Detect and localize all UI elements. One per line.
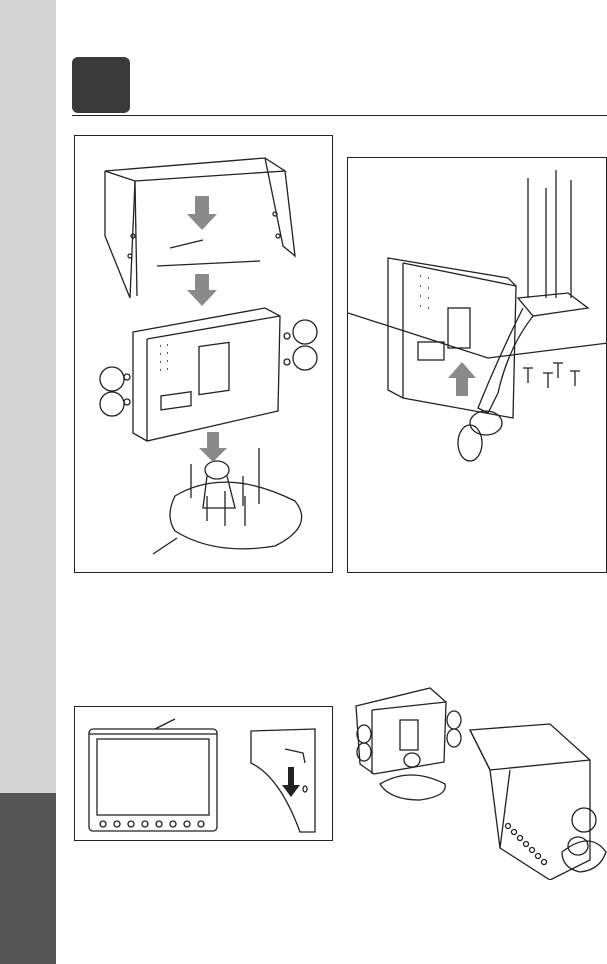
bracket-mount-diagram [348,158,607,574]
sunshade-bracket-diagram [75,136,334,574]
header-rule [72,115,607,116]
figure-assembled-monitors [350,680,607,880]
figure-sunshade-front-view [74,706,333,841]
assembled-monitors-diagram [350,680,607,880]
front-view-diagram [75,707,334,842]
figure-bracket-mount-assembly [347,157,607,573]
side-chapter-tab [0,793,56,964]
figure-sunshade-bracket-assembly [74,135,333,573]
step-number-badge [72,57,130,113]
